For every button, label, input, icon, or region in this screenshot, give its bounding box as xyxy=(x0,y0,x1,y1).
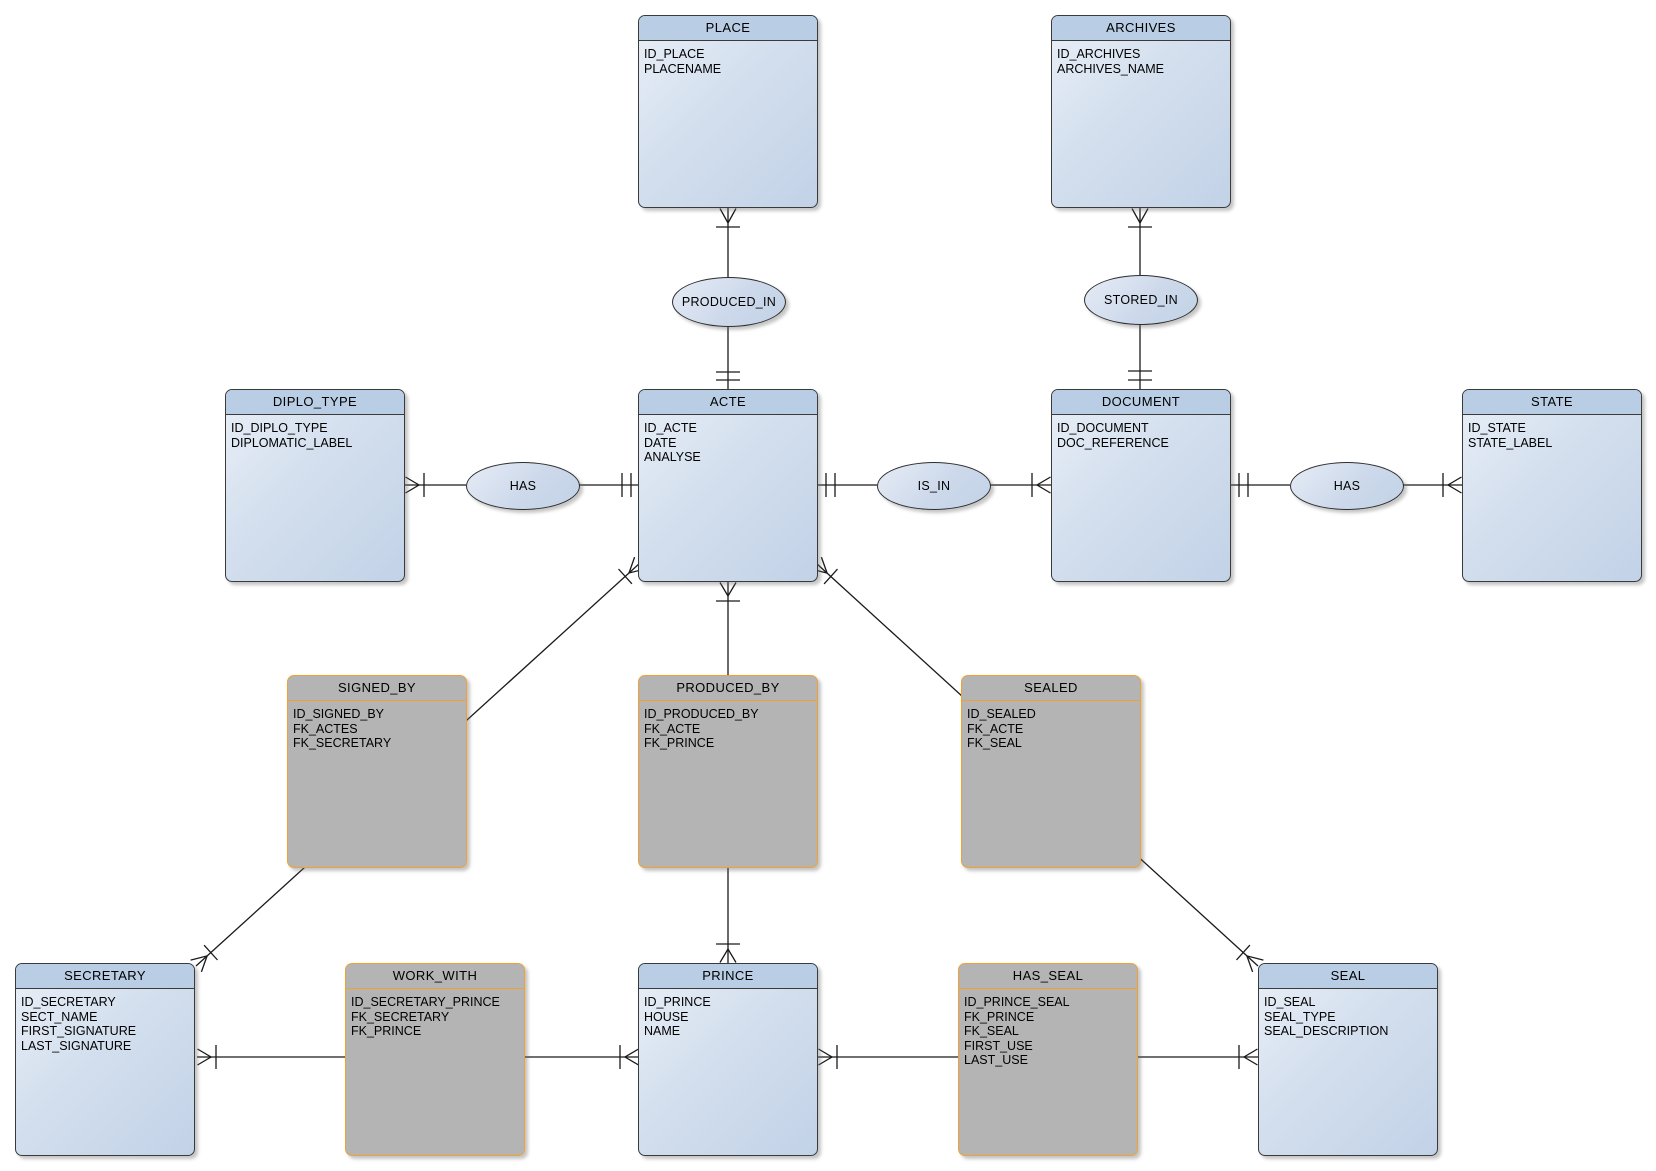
association-has-seal-attributes: ID_PRINCE_SEAL FK_PRINCE FK_SEAL FIRST_U… xyxy=(959,989,1137,1068)
connector-acte-is-in-document xyxy=(818,473,1051,497)
attribute: ARCHIVES_NAME xyxy=(1057,61,1164,76)
association-has-seal-title: HAS_SEAL xyxy=(959,964,1137,989)
entity-archives[interactable]: ARCHIVES ID_ARCHIVES ARCHIVES_NAME xyxy=(1051,15,1231,208)
attribute: ID_PRODUCED_BY xyxy=(644,707,759,721)
attribute: ID_SIGNED_BY xyxy=(293,707,385,721)
attribute: FK_SEAL xyxy=(964,1024,1019,1038)
connector-diplo-type-has-acte xyxy=(405,473,638,497)
entity-acte-title: ACTE xyxy=(639,390,817,415)
entity-seal[interactable]: SEAL ID_SEAL SEAL_TYPE SEAL_DESCRIPTION xyxy=(1258,963,1438,1156)
entity-document-attributes: ID_DOCUMENT DOC_REFERENCE xyxy=(1052,415,1230,450)
attribute: ID_ACTE xyxy=(644,421,697,435)
attribute: SECT_NAME xyxy=(21,1009,98,1024)
association-work-with-attributes: ID_SECRETARY_PRINCE FK_SECRETARY FK_PRIN… xyxy=(346,989,524,1039)
relationship-stored-in[interactable]: STORED_IN xyxy=(1084,275,1198,325)
association-sealed-title: SEALED xyxy=(962,676,1140,701)
association-signed-by-title: SIGNED_BY xyxy=(288,676,466,701)
attribute: SEAL_DESCRIPTION xyxy=(1264,1024,1389,1038)
association-work-with[interactable]: WORK_WITH ID_SECRETARY_PRINCE FK_SECRETA… xyxy=(345,963,525,1156)
attribute: ID_PRINCE xyxy=(644,995,711,1009)
association-produced-by-attributes: ID_PRODUCED_BY FK_ACTE FK_PRINCE xyxy=(639,701,817,751)
attribute: FK_PRINCE xyxy=(644,736,715,750)
entity-acte-attributes: ID_ACTE DATE ANALYSE xyxy=(639,415,817,465)
entity-place-title: PLACE xyxy=(639,16,817,41)
attribute: FK_SEAL xyxy=(967,736,1022,750)
entity-document-title: DOCUMENT xyxy=(1052,390,1230,415)
association-produced-by-title: PRODUCED_BY xyxy=(639,676,817,701)
attribute: NAME xyxy=(644,1024,681,1038)
attribute: FK_ACTE xyxy=(967,721,1024,736)
entity-place-attributes: ID_PLACE PLACENAME xyxy=(639,41,817,76)
attribute: STATE_LABEL xyxy=(1468,435,1553,450)
entity-prince-attributes: ID_PRINCE HOUSE NAME xyxy=(639,989,817,1039)
attribute: LAST_SIGNATURE xyxy=(21,1038,132,1053)
relationship-stored-in-label: STORED_IN xyxy=(1103,293,1178,307)
entity-state-attributes: ID_STATE STATE_LABEL xyxy=(1463,415,1641,450)
relationship-produced-in-label: PRODUCED_IN xyxy=(681,295,777,309)
attribute: DATE xyxy=(644,435,677,450)
attribute: LAST_USE xyxy=(964,1053,1028,1067)
attribute: ID_SECRETARY xyxy=(21,995,116,1009)
association-sealed-attributes: ID_SEALED FK_ACTE FK_SEAL xyxy=(962,701,1140,751)
entity-seal-attributes: ID_SEAL SEAL_TYPE SEAL_DESCRIPTION xyxy=(1259,989,1437,1039)
attribute: FIRST_SIGNATURE xyxy=(21,1024,137,1038)
association-signed-by-attributes: ID_SIGNED_BY FK_ACTES FK_SECRETARY xyxy=(288,701,466,751)
entity-archives-title: ARCHIVES xyxy=(1052,16,1230,41)
entity-secretary[interactable]: SECRETARY ID_SECRETARY SECT_NAME FIRST_S… xyxy=(15,963,195,1156)
attribute: FK_SECRETARY xyxy=(351,1009,450,1024)
relationship-is-in-label: IS_IN xyxy=(917,479,951,493)
attribute: DIPLOMATIC_LABEL xyxy=(231,435,353,450)
attribute: HOUSE xyxy=(644,1009,689,1024)
association-work-with-title: WORK_WITH xyxy=(346,964,524,989)
entity-secretary-attributes: ID_SECRETARY SECT_NAME FIRST_SIGNATURE L… xyxy=(16,989,194,1053)
attribute: DOC_REFERENCE xyxy=(1057,435,1169,450)
entity-place[interactable]: PLACE ID_PLACE PLACENAME xyxy=(638,15,818,208)
association-signed-by[interactable]: SIGNED_BY ID_SIGNED_BY FK_ACTES FK_SECRE… xyxy=(287,675,467,868)
attribute: ID_DIPLO_TYPE xyxy=(231,421,328,435)
relationship-has-state[interactable]: HAS xyxy=(1290,462,1404,510)
attribute: FK_ACTE xyxy=(644,721,701,736)
entity-document[interactable]: DOCUMENT ID_DOCUMENT DOC_REFERENCE xyxy=(1051,389,1231,582)
attribute: ANALYSE xyxy=(644,450,701,464)
relationship-produced-in[interactable]: PRODUCED_IN xyxy=(672,277,786,327)
association-produced-by[interactable]: PRODUCED_BY ID_PRODUCED_BY FK_ACTE FK_PR… xyxy=(638,675,818,868)
connector-place-produced-in-acte xyxy=(716,208,740,389)
entity-archives-attributes: ID_ARCHIVES ARCHIVES_NAME xyxy=(1052,41,1230,76)
attribute: ID_SECRETARY_PRINCE xyxy=(351,995,500,1009)
entity-diplo-type-title: DIPLO_TYPE xyxy=(226,390,404,415)
entity-prince[interactable]: PRINCE ID_PRINCE HOUSE NAME xyxy=(638,963,818,1156)
attribute: FK_ACTES xyxy=(293,721,358,736)
attribute: ID_ARCHIVES xyxy=(1057,47,1141,61)
entity-seal-title: SEAL xyxy=(1259,964,1437,989)
attribute: SEAL_TYPE xyxy=(1264,1009,1336,1024)
association-has-seal[interactable]: HAS_SEAL ID_PRINCE_SEAL FK_PRINCE FK_SEA… xyxy=(958,963,1138,1156)
connector-archives-stored-in-document xyxy=(1128,208,1152,389)
entity-state-title: STATE xyxy=(1463,390,1641,415)
entity-diplo-type-attributes: ID_DIPLO_TYPE DIPLOMATIC_LABEL xyxy=(226,415,404,450)
attribute: ID_DOCUMENT xyxy=(1057,421,1149,435)
attribute: ID_SEAL xyxy=(1264,995,1316,1009)
relationship-has-state-label: HAS xyxy=(1333,479,1361,493)
attribute: FIRST_USE xyxy=(964,1038,1033,1053)
attribute: FK_PRINCE xyxy=(964,1009,1035,1024)
relationship-has-diplo[interactable]: HAS xyxy=(466,462,580,510)
attribute: PLACENAME xyxy=(644,61,722,76)
attribute: ID_STATE xyxy=(1468,421,1526,435)
entity-secretary-title: SECRETARY xyxy=(16,964,194,989)
connector-document-has-state xyxy=(1231,473,1462,497)
entity-prince-title: PRINCE xyxy=(639,964,817,989)
association-sealed[interactable]: SEALED ID_SEALED FK_ACTE FK_SEAL xyxy=(961,675,1141,868)
entity-acte[interactable]: ACTE ID_ACTE DATE ANALYSE xyxy=(638,389,818,582)
attribute: ID_PRINCE_SEAL xyxy=(964,995,1070,1009)
entity-diplo-type[interactable]: DIPLO_TYPE ID_DIPLO_TYPE DIPLOMATIC_LABE… xyxy=(225,389,405,582)
attribute: ID_PLACE xyxy=(644,47,705,61)
attribute: FK_PRINCE xyxy=(351,1024,422,1038)
attribute: FK_SECRETARY xyxy=(293,736,392,750)
relationship-has-diplo-label: HAS xyxy=(509,479,537,493)
relationship-is-in[interactable]: IS_IN xyxy=(877,462,991,510)
entity-state[interactable]: STATE ID_STATE STATE_LABEL xyxy=(1462,389,1642,582)
attribute: ID_SEALED xyxy=(967,707,1036,721)
